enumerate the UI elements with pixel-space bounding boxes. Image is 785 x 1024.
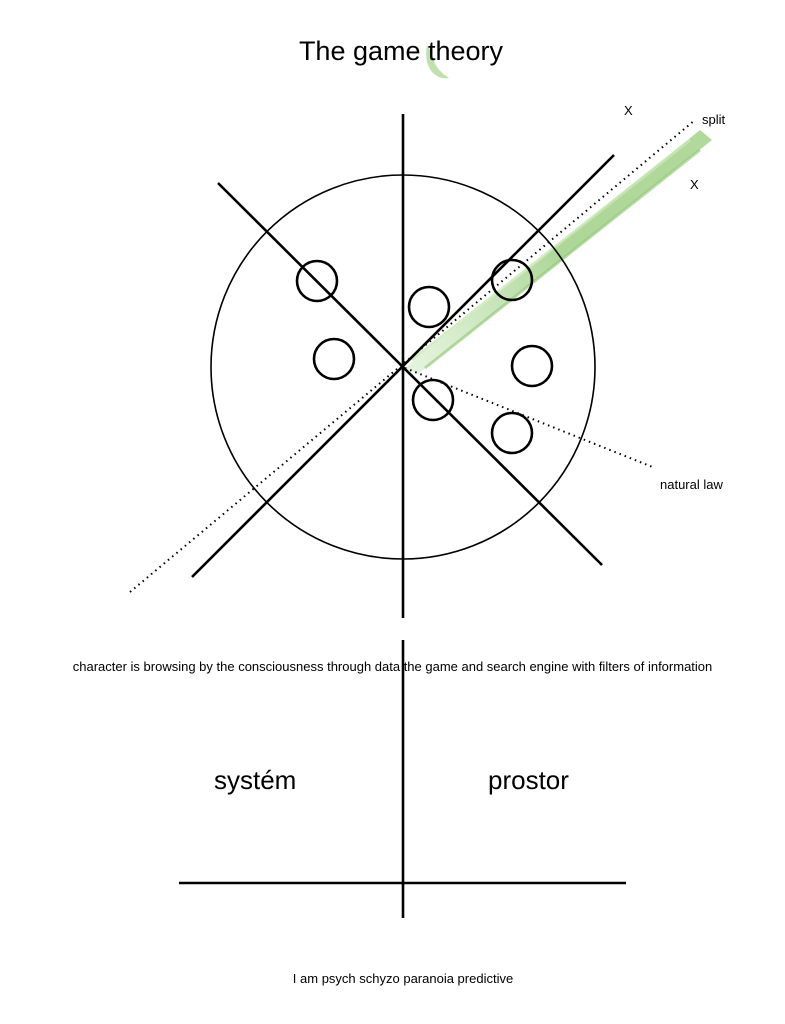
diagonal-left-to-right xyxy=(217,182,603,566)
node-circle xyxy=(312,337,356,381)
natural-law-label: natural law xyxy=(660,477,723,492)
quadrant-label-left: systém xyxy=(214,765,297,795)
diagram-title: The game theory xyxy=(298,36,504,66)
title-green-mark xyxy=(426,45,449,79)
node-circle xyxy=(490,258,534,302)
quadrant-label-right: prostor xyxy=(488,765,569,795)
node-circle xyxy=(407,285,451,329)
green-highlight-stroke xyxy=(405,130,712,374)
caption-text: character is browsing by the consciousne… xyxy=(72,659,713,674)
node-circle xyxy=(295,259,339,303)
diagonal-right-to-left xyxy=(191,154,615,578)
node-circle xyxy=(411,378,455,422)
x-mark-upper: X xyxy=(624,103,633,118)
x-mark-lower: X xyxy=(690,177,699,192)
node-circle xyxy=(510,344,554,388)
split-label: split xyxy=(702,112,726,127)
footer-text: I am psych schyzo paranoia predictive xyxy=(292,971,514,986)
node-circle xyxy=(490,411,534,455)
